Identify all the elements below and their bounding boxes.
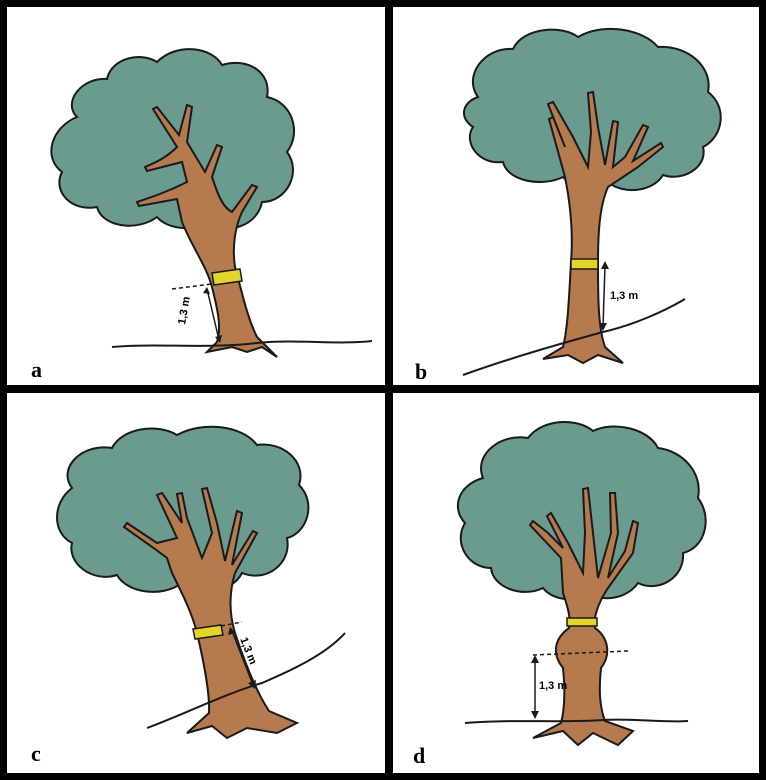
panel-label-a: a <box>31 357 42 383</box>
dbh-line-a <box>172 284 212 289</box>
panel-label-c: c <box>31 741 41 767</box>
height-label-a: 1,3 m <box>176 296 193 326</box>
panel-a: 1,3 m a <box>7 7 385 385</box>
height-label-b: 1,3 m <box>610 290 638 302</box>
tree-c-drawing: 1,3 m <box>7 393 385 773</box>
panel-b: 1,3 m b <box>393 7 759 385</box>
panel-c: 1,3 m c <box>7 393 385 773</box>
arrow-b <box>603 265 605 327</box>
band-d <box>567 618 597 626</box>
tree-b-drawing: 1,3 m <box>393 7 759 385</box>
panel-label-b: b <box>415 359 427 385</box>
panel-d: 1,3 m d <box>393 393 759 773</box>
tree-d-drawing: 1,3 m <box>393 393 759 773</box>
band-b <box>571 259 598 269</box>
panel-label-d: d <box>413 743 425 769</box>
tree-a-drawing: 1,3 m <box>7 7 385 385</box>
height-label-d: 1,3 m <box>539 680 567 692</box>
